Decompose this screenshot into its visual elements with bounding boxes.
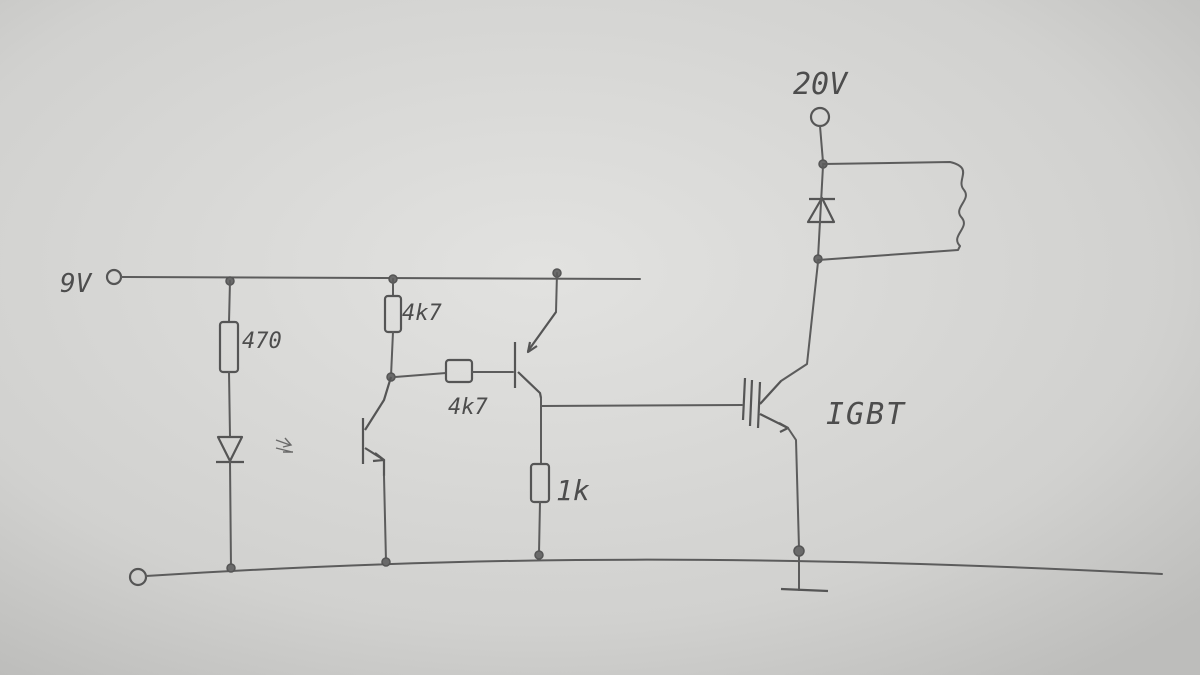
label-r-base: 4k7 (448, 395, 488, 420)
igbt-symbol (741, 377, 789, 429)
junction-q2-ground (534, 550, 544, 560)
label-r-emitter: 1k (556, 474, 590, 507)
ground-symbol (780, 587, 829, 593)
led-branch (216, 276, 293, 573)
transistor-q2 (513, 311, 557, 399)
label-r-led: 470 (242, 329, 282, 354)
junction-led-bottom (226, 563, 236, 573)
stage-1 (361, 274, 514, 567)
led-light-arrows (275, 437, 293, 453)
stage-2 (513, 268, 743, 560)
junction-q1-ground (381, 557, 391, 567)
label-9v: 9V (60, 269, 93, 299)
junction-igbt-ground (793, 545, 805, 557)
load-coil (817, 161, 967, 261)
label-20v: 20V (793, 67, 849, 102)
label-igbt: IGBT (826, 397, 906, 432)
power-stage (741, 106, 967, 593)
rail-ground (128, 558, 1163, 587)
label-r-pullup: 4k7 (402, 301, 442, 326)
rail-9v (105, 268, 641, 286)
